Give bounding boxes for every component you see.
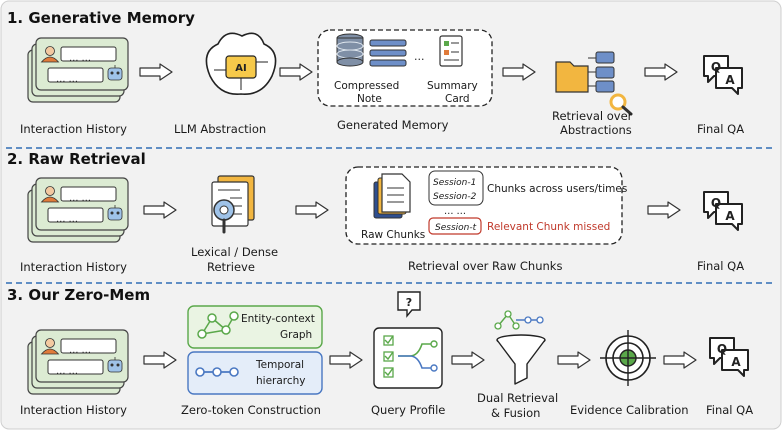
- interaction-history-icon: [27, 37, 129, 103]
- summary-card-icon: [439, 35, 463, 67]
- dual-retrieval-line1: Dual Retrieval: [477, 391, 558, 405]
- summary-label: Summary: [427, 80, 478, 92]
- note-label: Note: [357, 93, 382, 105]
- session-group-box: [428, 170, 484, 206]
- timeline-icon: [195, 367, 239, 377]
- lexical-dense-line2: Retrieve: [207, 260, 255, 274]
- graph-icon: [197, 311, 239, 339]
- final-qa-label: Final QA: [706, 403, 753, 417]
- chat-dots: … …: [69, 53, 91, 64]
- hierarchy-label: hierarchy: [256, 375, 306, 387]
- chat-dots: … …: [56, 366, 78, 377]
- session-dots: … …: [444, 206, 466, 217]
- session-2-label: Session-2: [433, 192, 477, 202]
- folder-search-icon: [555, 51, 633, 116]
- final-qa-icon: Q A: [703, 55, 743, 95]
- qa-a-label: A: [725, 73, 735, 87]
- final-qa-icon: Q A: [709, 337, 749, 377]
- section-2-title: 2. Raw Retrieval: [7, 150, 146, 168]
- question-bubble-icon: ?: [397, 291, 421, 318]
- qa-q-label: Q: [717, 342, 727, 356]
- qa-a-label: A: [731, 355, 741, 369]
- chat-dots: … …: [56, 74, 78, 85]
- funnel-icon: [496, 334, 546, 385]
- generated-memory-label: Generated Memory: [337, 118, 449, 132]
- interaction-history-label: Interaction History: [20, 122, 127, 136]
- qa-a-label: A: [725, 209, 735, 223]
- memory-ellipsis: …: [414, 51, 425, 63]
- lexical-dense-line1: Lexical / Dense: [191, 245, 278, 259]
- section-1-title: 1. Generative Memory: [7, 9, 195, 27]
- dual-retrieval-line2: & Fusion: [491, 406, 540, 420]
- card-label: Card: [445, 93, 470, 105]
- query-profile-label: Query Profile: [371, 403, 445, 417]
- interaction-history-icon: [27, 329, 129, 395]
- raw-chunks-icon: [373, 173, 411, 219]
- interaction-history-label: Interaction History: [20, 403, 127, 417]
- chunks-across-note: Chunks across users/times: [487, 183, 627, 195]
- final-qa-label: Final QA: [697, 259, 744, 273]
- chat-dots: … …: [56, 214, 78, 225]
- retrieval-abstractions-line1: Retrieval over: [552, 109, 633, 123]
- relevant-chunk-missed-note: Relevant Chunk missed: [487, 221, 610, 233]
- interaction-history-label: Interaction History: [20, 260, 127, 274]
- compressed-label: Compressed: [334, 80, 399, 92]
- raw-chunks-box: [345, 166, 623, 245]
- qa-q-label: Q: [711, 196, 721, 210]
- entity-context-label: Entity-context: [241, 313, 315, 325]
- raw-chunks-label: Raw Chunks: [361, 229, 425, 241]
- graph-label: Graph: [280, 329, 312, 341]
- retrieval-raw-chunks-label: Retrieval over Raw Chunks: [408, 259, 562, 273]
- qa-q-label: Q: [711, 60, 721, 74]
- brain-ai-icon: AI: [205, 32, 277, 95]
- llm-abstraction-label: LLM Abstraction: [174, 122, 266, 136]
- session-t-label: Session-t: [435, 223, 477, 233]
- note-list-icon: [369, 39, 407, 67]
- ai-chip-label: AI: [235, 63, 246, 74]
- session-t-box: [428, 217, 482, 235]
- query-profile-icon: [373, 327, 443, 389]
- entity-context-graph-box: [187, 305, 323, 349]
- session-1-label: Session-1: [433, 178, 476, 188]
- chat-dots: … …: [69, 193, 91, 204]
- document-search-icon: [211, 175, 255, 234]
- final-qa-icon: Q A: [703, 191, 743, 231]
- database-icon: [336, 33, 364, 67]
- temporal-label: Temporal: [255, 359, 304, 371]
- temporal-hierarchy-box: [187, 351, 323, 395]
- section-3-title: 3. Our Zero-Mem: [7, 286, 150, 304]
- chat-dots: … …: [69, 345, 91, 356]
- target-icon: [600, 330, 656, 386]
- retrieval-abstractions-line2: Abstractions: [560, 123, 632, 137]
- question-mark-label: ?: [406, 296, 412, 309]
- interaction-history-icon: [27, 177, 129, 243]
- final-qa-label: Final QA: [697, 122, 744, 136]
- zero-token-construction-label: Zero-token Construction: [181, 403, 321, 417]
- mini-graph-icon: [494, 310, 544, 330]
- evidence-calibration-label: Evidence Calibration: [570, 403, 689, 417]
